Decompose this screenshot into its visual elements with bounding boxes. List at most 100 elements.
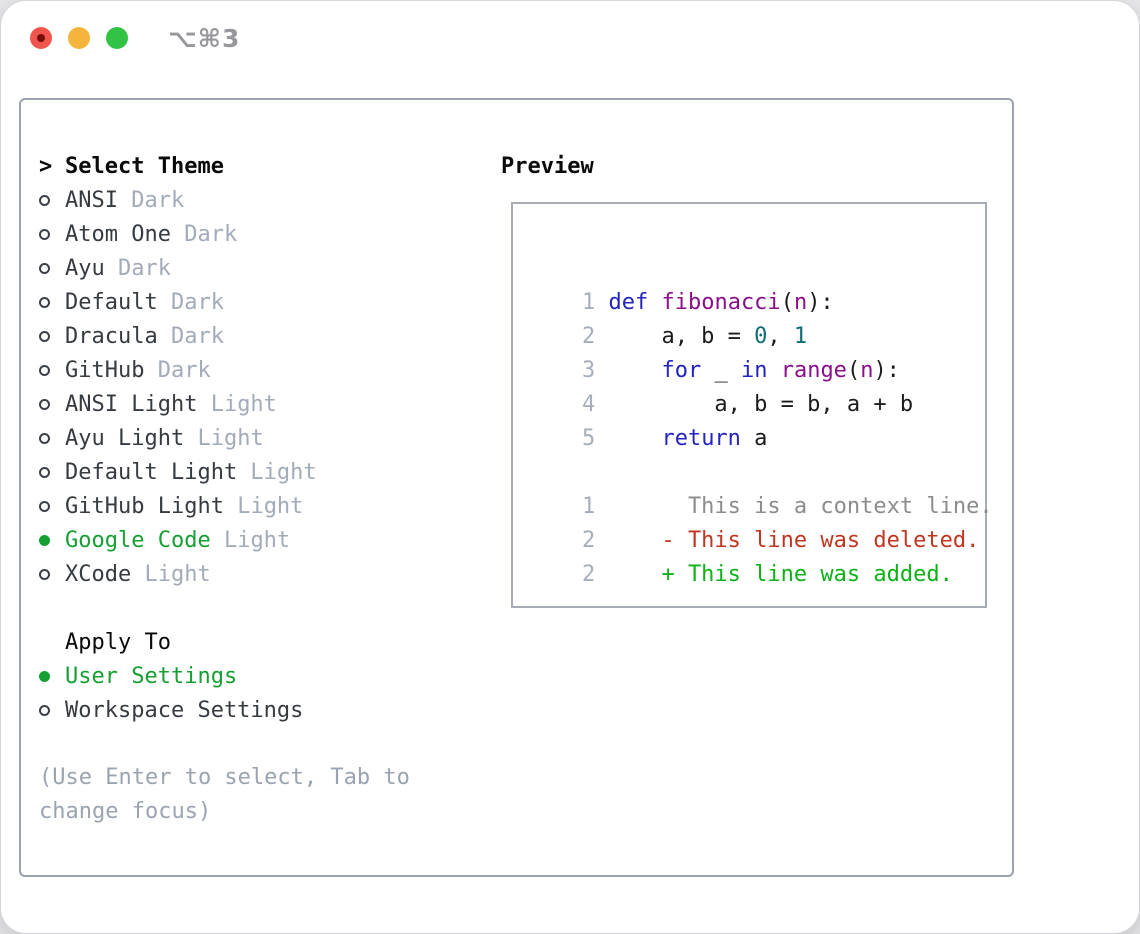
apply-option[interactable]: Workspace Settings — [39, 693, 303, 727]
theme-list-items: ANSI Dark Atom One Dark Ayu Dark Default… — [39, 183, 317, 591]
apply-option-label: User Settings — [65, 663, 238, 689]
radio-circle-icon — [39, 432, 65, 444]
diff-text: - This line was deleted. — [608, 528, 980, 553]
theme-item-tag: Dark — [157, 323, 224, 349]
theme-item[interactable]: ANSI Dark — [39, 183, 317, 217]
radio-circle-icon — [39, 534, 65, 546]
theme-item[interactable]: GitHub Dark — [39, 353, 317, 387]
code-line: 1 def fibonacci(n): — [529, 252, 993, 315]
theme-item[interactable]: Dracula Dark — [39, 319, 317, 353]
theme-item-tag: Dark — [170, 221, 238, 247]
theme-item[interactable]: Atom One Dark — [39, 217, 317, 251]
code-token: ): — [807, 290, 834, 315]
theme-item[interactable]: GitHub Light Light — [39, 489, 317, 523]
theme-item-name: Default Light — [65, 459, 238, 485]
diff-lines: 1 This is a context line. 2 - This line … — [529, 456, 993, 587]
code-token: a — [740, 426, 768, 451]
diff-text: + This line was added. — [608, 562, 953, 587]
theme-item-tag: Light — [131, 561, 211, 587]
main-panel: > Select Theme ANSI Dark Atom One Dark Ay… — [19, 98, 1014, 877]
code-token: n — [860, 358, 874, 383]
code-token: , — [767, 324, 794, 349]
titlebar: ⌥⌘3 — [1, 1, 1139, 75]
code-token — [608, 358, 661, 383]
theme-item-tag: Light — [197, 391, 277, 417]
code-token: return — [661, 426, 741, 451]
cursor-chevron-icon: > — [39, 153, 53, 179]
code-line: 5 return a — [529, 388, 993, 451]
code-token: ( — [780, 290, 794, 315]
code-token — [648, 290, 661, 315]
code-token: ( — [846, 358, 861, 383]
code-tokens: def fibonacci(n): — [608, 290, 833, 315]
theme-item-name: Google Code — [65, 527, 211, 553]
code-token: a, b = — [608, 324, 755, 349]
code-token: range — [780, 358, 847, 383]
apply-to-header: Apply To — [39, 625, 303, 659]
code-token — [608, 426, 661, 451]
line-number: 1 — [581, 494, 596, 519]
window-title: ⌥⌘3 — [168, 24, 241, 53]
theme-list-title: Select Theme — [65, 153, 224, 179]
minimize-button[interactable] — [68, 27, 90, 49]
theme-item-tag: Dark — [157, 289, 224, 315]
theme-item-name: Dracula — [65, 323, 158, 349]
theme-item[interactable]: Default Light Light — [39, 455, 317, 489]
apply-option[interactable]: User Settings — [39, 659, 303, 693]
code-line: 2 a, b = 0, 1 — [529, 286, 993, 349]
radio-circle-icon — [39, 228, 65, 240]
theme-item[interactable]: Google Code Light — [39, 523, 317, 557]
code-token: for — [661, 358, 702, 383]
theme-item-tag: Light — [223, 493, 304, 519]
line-number: 2 — [581, 562, 596, 587]
theme-item[interactable]: ANSI Light Light — [39, 387, 317, 421]
code-token: in — [740, 358, 768, 383]
traffic-lights — [30, 27, 128, 49]
code-token: 1 — [793, 324, 808, 349]
radio-circle-icon — [39, 568, 65, 580]
apply-option-label: Workspace Settings — [65, 697, 304, 723]
line-number: 3 — [581, 358, 596, 383]
theme-item[interactable]: Ayu Dark — [39, 251, 317, 285]
theme-item-name: Ayu Light — [65, 425, 185, 451]
line-number: 5 — [581, 426, 596, 451]
code-tokens: a, b = 0, 1 — [608, 324, 807, 349]
diff-text: This is a context line. — [608, 494, 993, 519]
radio-circle-icon — [39, 364, 65, 376]
zoom-button[interactable] — [106, 27, 128, 49]
theme-item[interactable]: Ayu Light Light — [39, 421, 317, 455]
theme-item-name: GitHub — [65, 357, 145, 383]
theme-item[interactable]: Default Dark — [39, 285, 317, 319]
keyboard-hint: (Use Enter to select, Tab to change focu… — [39, 765, 410, 824]
code-tokens: return a — [608, 426, 767, 451]
theme-item-name: XCode — [65, 561, 132, 587]
apply-options: User Settings Workspace Settings — [39, 659, 303, 727]
code-token: def — [608, 290, 649, 315]
line-number: 1 — [581, 290, 596, 315]
radio-circle-icon — [39, 330, 65, 342]
theme-item-name: Ayu — [65, 255, 105, 281]
line-number: 2 — [581, 528, 596, 553]
theme-list-header: > Select Theme — [39, 149, 317, 183]
code-line: 4 a, b = b, a + b — [529, 354, 993, 417]
diff-line: 2 - This line was deleted. — [529, 490, 993, 553]
theme-item[interactable]: XCode Light — [39, 557, 317, 591]
radio-circle-icon — [39, 194, 65, 206]
theme-item-name: ANSI — [65, 187, 118, 213]
theme-item-tag: Light — [184, 425, 264, 451]
theme-item-tag: Light — [210, 527, 291, 553]
theme-item-tag: Light — [237, 459, 317, 485]
theme-item-tag: Dark — [117, 187, 185, 213]
radio-circle-icon — [39, 670, 65, 682]
code-token: fibonacci — [661, 290, 781, 315]
code-token — [767, 358, 780, 383]
code-token: a, b = b, a + b — [608, 392, 914, 417]
diff-line: 1 This is a context line. — [529, 456, 993, 519]
apply-to-section: Apply To User Settings Workspace Setting… — [39, 625, 303, 727]
radio-circle-icon — [39, 704, 65, 716]
close-button[interactable] — [30, 27, 52, 49]
